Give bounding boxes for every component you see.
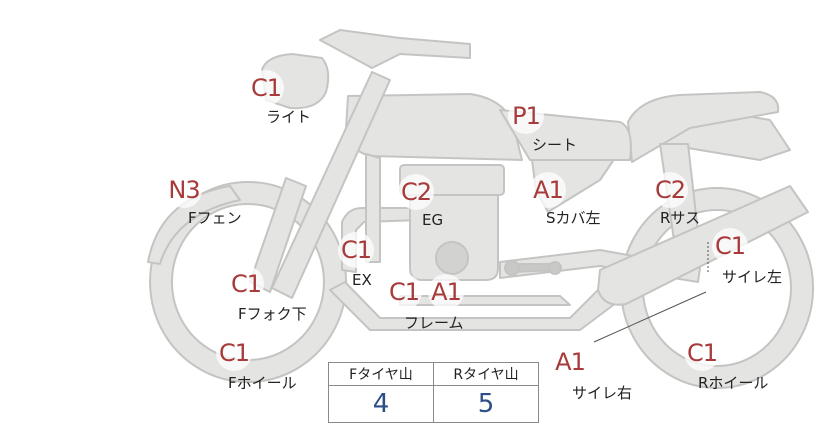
- muffler-left-grade: C1: [712, 228, 748, 264]
- r-wheel-grade: C1: [684, 335, 720, 371]
- frame-grade-2: A1: [428, 274, 464, 310]
- s-cover-left-grade: A1: [530, 172, 566, 208]
- eg-grade: C2: [398, 174, 434, 210]
- front-fender: [147, 185, 241, 265]
- front-fork-lower: [249, 177, 307, 293]
- f-wheel-grade: C1: [216, 335, 252, 371]
- muffler-right-grade: A1: [552, 344, 588, 380]
- muffler-right-leader: [593, 291, 707, 343]
- f-fork-lower-grade: C1: [228, 266, 264, 302]
- light-label: ライト: [266, 108, 312, 126]
- front-tread-header: Fタイヤ山: [328, 362, 434, 386]
- r-wheel-label: Rホイール: [698, 374, 769, 392]
- f-fork-lower-label: Fフォク下: [238, 305, 307, 323]
- r-suspension-grade: C2: [652, 172, 688, 208]
- foot-peg-end: [504, 260, 520, 276]
- f-fender-label: Fフェン: [188, 209, 242, 227]
- exhaust-pipe: [341, 207, 421, 273]
- seat-grade: P1: [508, 98, 544, 134]
- eg-label: EG: [422, 211, 444, 229]
- frame-label: フレーム: [404, 314, 464, 332]
- rear-tread-value: 5: [433, 385, 539, 423]
- front-tread-value: 4: [328, 385, 434, 423]
- tire-tread-value-row: 4 5: [328, 385, 539, 423]
- frame-downtube: [365, 153, 381, 263]
- rear-tread-header: Rタイヤ山: [433, 362, 539, 386]
- seat-rear: [627, 91, 780, 163]
- frame-grade-1: C1: [386, 274, 422, 310]
- r-suspension-label: Rサス: [660, 209, 701, 227]
- f-fender-grade: N3: [166, 172, 202, 208]
- light-grade: C1: [248, 70, 284, 106]
- tire-tread-table: Fタイヤ山 Rタイヤ山 4 5: [328, 362, 539, 423]
- muffler-left-label: サイレ左: [722, 268, 783, 286]
- ex-label: EX: [352, 271, 372, 289]
- tire-tread-header-row: Fタイヤ山 Rタイヤ山: [328, 362, 539, 386]
- f-wheel-label: Fホイール: [228, 374, 297, 392]
- seat-label: シート: [532, 136, 578, 154]
- engine-cover: [435, 241, 469, 275]
- frame-lower: [399, 295, 571, 306]
- front-fork: [271, 71, 391, 299]
- foot-peg-end: [548, 261, 562, 275]
- engine-block: [409, 194, 499, 281]
- handlebar: [319, 29, 471, 69]
- ex-grade: C1: [338, 232, 374, 268]
- s-cover-left-label: Sカバ左: [546, 209, 601, 227]
- muffler-right-label: サイレ右: [572, 384, 633, 402]
